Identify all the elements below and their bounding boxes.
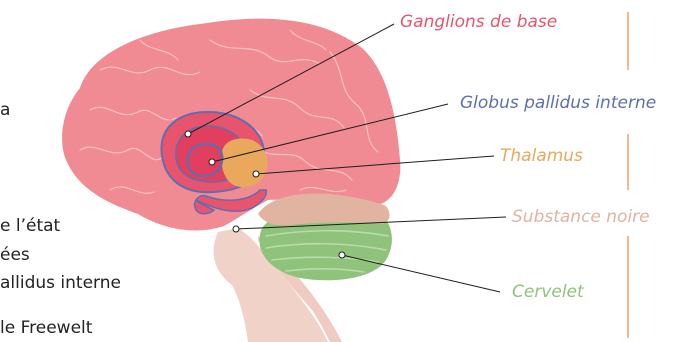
label-substance-noire: Substance noire: [512, 207, 650, 227]
globus-pallidus: [188, 144, 223, 176]
thalamus: [222, 139, 268, 188]
label-ganglions-de-base: Ganglions de base: [400, 12, 557, 32]
label-thalamus: Thalamus: [500, 146, 583, 166]
label-cervelet: Cervelet: [512, 282, 584, 302]
label-globus-pallidus-interne: Globus pallidus interne: [460, 93, 656, 113]
